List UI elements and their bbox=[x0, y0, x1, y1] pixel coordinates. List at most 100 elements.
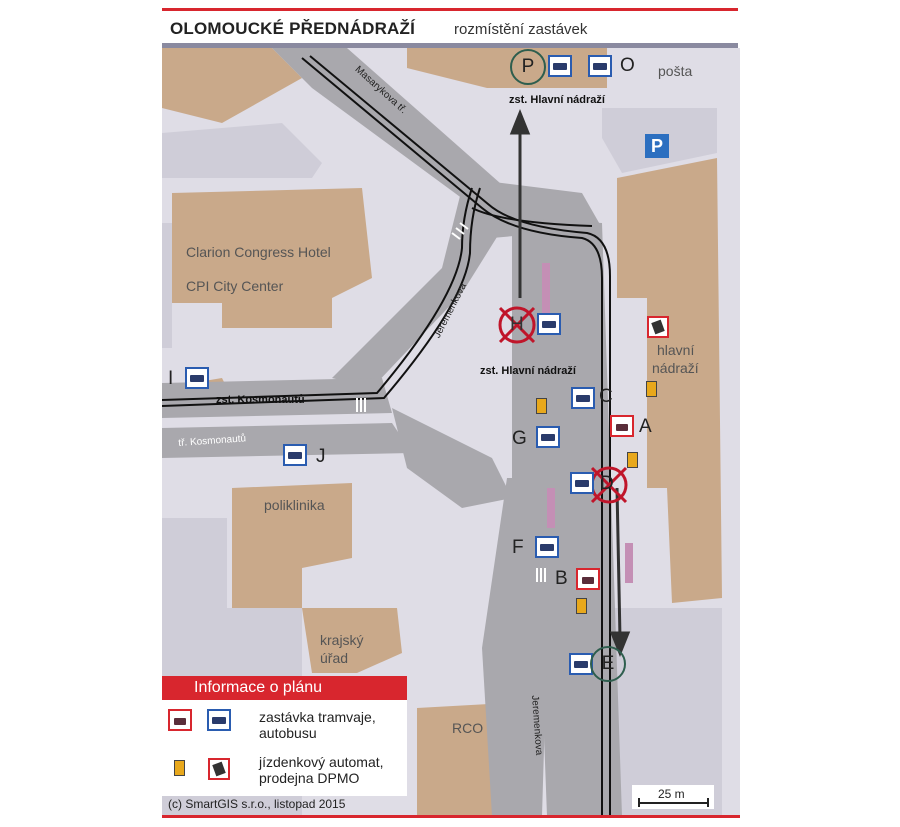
road-kosmonautu-lower bbox=[162, 423, 412, 458]
label-hotel-line2: CPI City Center bbox=[186, 278, 284, 294]
stop-label-j[interactable]: J bbox=[316, 446, 326, 467]
track-3 bbox=[162, 187, 473, 401]
ticket-office-icon bbox=[208, 758, 230, 780]
legend-stop-text: zastávka tramvaje, autobusu bbox=[259, 709, 376, 741]
road-bus-lane bbox=[482, 478, 552, 816]
road-masarykova bbox=[272, 48, 517, 213]
track-5 bbox=[471, 207, 593, 227]
tram-stop-icon bbox=[168, 709, 192, 731]
bus-stop-icon[interactable] bbox=[548, 55, 572, 77]
label-urad-line2: úřad bbox=[320, 650, 349, 666]
legend-stop-line1: zastávka tramvaje, bbox=[259, 709, 376, 725]
ticket-office-icon[interactable] bbox=[647, 316, 669, 338]
legend-header: Informace o plánu bbox=[162, 676, 407, 700]
building-poliklinika bbox=[232, 483, 352, 608]
stop-label-f[interactable]: F bbox=[512, 537, 524, 558]
direction-arrow-north-head bbox=[509, 108, 531, 135]
parking-icon: P bbox=[645, 134, 669, 158]
bus-stop-icon[interactable] bbox=[283, 444, 307, 466]
crosswalks bbox=[356, 222, 546, 582]
plot-nw bbox=[162, 123, 322, 178]
bus-stop-icon[interactable] bbox=[537, 313, 561, 335]
cancelled-line-h2 bbox=[498, 306, 536, 344]
stop-label-p[interactable]: P bbox=[510, 49, 546, 85]
road-kosmonautu-upper bbox=[162, 378, 392, 418]
stop-name-hlavni-top: zst. Hlavní nádraží bbox=[509, 94, 605, 106]
platforms bbox=[542, 263, 633, 583]
bus-stop-icon[interactable] bbox=[570, 472, 594, 494]
label-hotel-line1: Clarion Congress Hotel bbox=[186, 244, 331, 260]
road-jeremenkova-upper bbox=[332, 188, 512, 388]
building-station bbox=[617, 158, 722, 603]
scale-line bbox=[638, 802, 708, 804]
bus-stop-icon[interactable] bbox=[185, 367, 209, 389]
scale-tick-left bbox=[638, 798, 640, 807]
label-posta: pošta bbox=[658, 63, 693, 79]
bus-stop-icon[interactable] bbox=[588, 55, 612, 77]
plot-west bbox=[162, 223, 172, 348]
road-junction bbox=[392, 408, 512, 508]
stop-name-kosmonautu: zst. Kosmonautů bbox=[216, 394, 305, 406]
bus-stop-icon bbox=[207, 709, 231, 731]
stop-label-i[interactable]: I bbox=[168, 368, 174, 389]
stop-label-e[interactable]: E bbox=[590, 646, 626, 682]
direction-arrow-south-head bbox=[609, 631, 631, 658]
stop-label-a[interactable]: A bbox=[639, 416, 652, 437]
platform-h bbox=[542, 263, 550, 333]
scale-tick-right bbox=[707, 798, 709, 807]
cancelled-circle-h bbox=[498, 306, 536, 344]
stop-label-c[interactable]: C bbox=[599, 386, 613, 407]
legend-ticket-line1: jízdenkový automat, bbox=[259, 754, 384, 770]
cancelled-line-d2 bbox=[590, 466, 628, 504]
page-title: OLOMOUCKÉ PŘEDNÁDRAŽÍ bbox=[170, 19, 416, 38]
bus-stop-icon[interactable] bbox=[536, 426, 560, 448]
crosswalk-2 bbox=[356, 398, 366, 412]
building-nw bbox=[162, 48, 302, 123]
copyright: (c) SmartGIS s.r.o., listopad 2015 bbox=[168, 797, 346, 811]
label-station-line2: nádraží bbox=[652, 360, 699, 376]
stop-label-d[interactable]: D bbox=[600, 473, 614, 494]
track-4 bbox=[162, 187, 481, 407]
title-bar: OLOMOUCKÉ PŘEDNÁDRAŽÍ rozmístění zastáve… bbox=[162, 8, 738, 49]
stop-label-o[interactable]: O bbox=[620, 55, 635, 76]
direction-arrow-south bbox=[615, 487, 622, 639]
legend-ticket-text: jízdenkový automat, prodejna DPMO bbox=[259, 754, 384, 786]
bottom-red-rule bbox=[162, 815, 740, 818]
title-red-rule bbox=[162, 8, 738, 11]
platform-f bbox=[547, 488, 555, 528]
bus-stop-icon[interactable] bbox=[571, 387, 595, 409]
stop-name-hlavni-mid: zst. Hlavní nádraží bbox=[480, 365, 576, 377]
title-grey-rule bbox=[162, 43, 738, 49]
tram-stop-icon[interactable] bbox=[610, 415, 634, 437]
stop-label-h[interactable]: H bbox=[510, 314, 524, 335]
scale-bar: 25 m bbox=[632, 785, 714, 809]
label-urad-line1: krajský bbox=[320, 632, 364, 648]
track-2 bbox=[309, 55, 611, 816]
legend-stop-line2: autobusu bbox=[259, 725, 317, 741]
page-subtitle: rozmístění zastávek bbox=[454, 21, 588, 38]
tram-tracks bbox=[162, 55, 611, 816]
tram-stop-icon[interactable] bbox=[576, 568, 600, 590]
label-rco: RCO bbox=[452, 720, 484, 736]
crosswalk-1 bbox=[451, 222, 469, 240]
ticket-machine-icon[interactable] bbox=[627, 452, 638, 468]
stop-label-b[interactable]: B bbox=[555, 568, 568, 589]
bus-stop-icon[interactable] bbox=[535, 536, 559, 558]
ticket-machine-icon[interactable] bbox=[576, 598, 587, 614]
crosswalk-3 bbox=[536, 568, 546, 582]
stop-label-g[interactable]: G bbox=[512, 428, 527, 449]
legend-ticket-line2: prodejna DPMO bbox=[259, 770, 360, 786]
building-hotel bbox=[172, 188, 372, 328]
ticket-machine-icon[interactable] bbox=[646, 381, 657, 397]
label-station-line1: hlavní bbox=[657, 342, 695, 358]
roads bbox=[162, 48, 622, 816]
building-urad bbox=[302, 608, 402, 673]
ticket-machine-icon bbox=[174, 760, 185, 776]
ticket-machine-icon[interactable] bbox=[536, 398, 547, 414]
label-poliklinika: poliklinika bbox=[264, 497, 325, 513]
scale-label: 25 m bbox=[658, 787, 685, 801]
platform-b bbox=[625, 543, 633, 583]
buildings bbox=[162, 48, 722, 816]
track-1 bbox=[301, 57, 603, 816]
